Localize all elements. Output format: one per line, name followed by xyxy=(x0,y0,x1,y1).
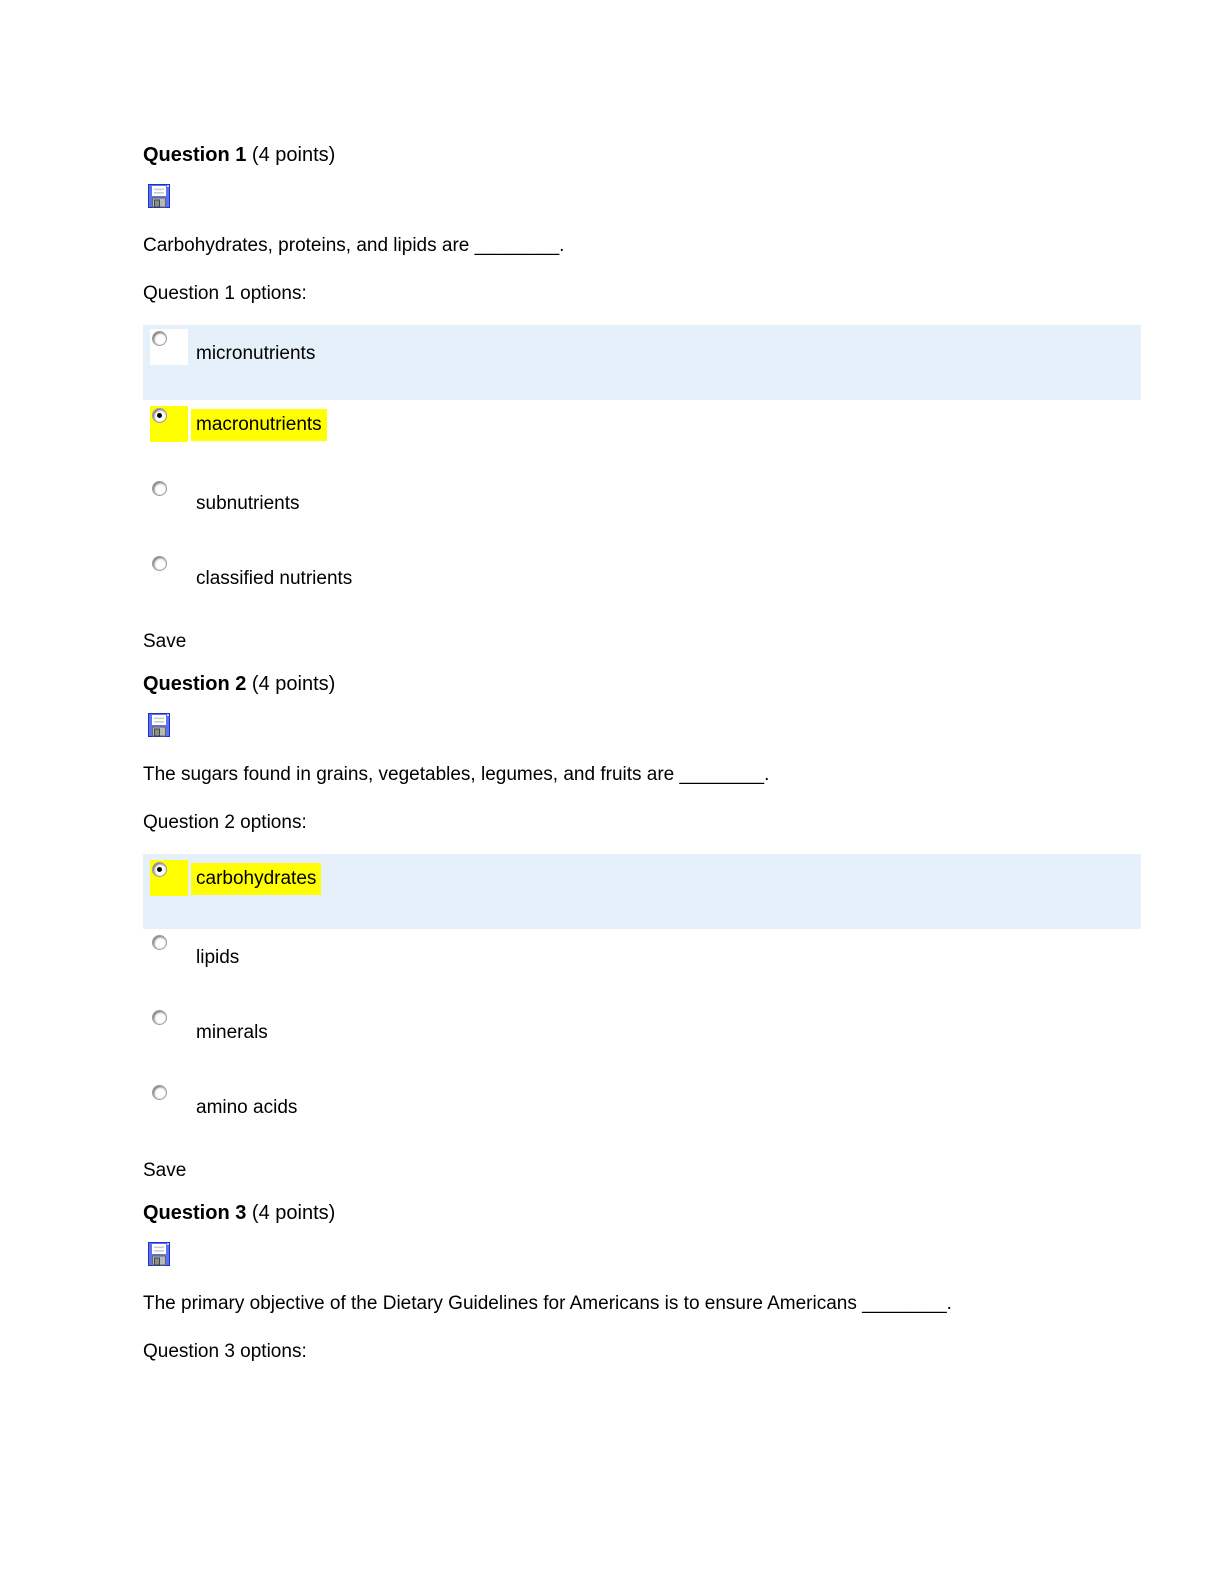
question-block: Question 2 (4 points) The sugars found i… xyxy=(143,672,1141,1183)
radio-box xyxy=(150,1008,188,1044)
radio-button-icon[interactable] xyxy=(152,935,167,950)
radio-button-icon[interactable] xyxy=(152,556,167,571)
question-points: (4 points) xyxy=(251,144,336,166)
radio-button-icon[interactable] xyxy=(152,481,167,496)
option-row[interactable]: lipids xyxy=(143,929,1141,1004)
option-label: micronutrients xyxy=(196,343,316,364)
question-block: Question 1 (4 points) Carbohydrates, pro… xyxy=(143,143,1141,654)
question-header: Question 1 (4 points) xyxy=(143,143,1141,167)
option-label: classified nutrients xyxy=(196,568,353,589)
question-header: Question 2 (4 points) xyxy=(143,672,1141,696)
radio-box xyxy=(150,329,188,365)
radio-button-icon[interactable] xyxy=(152,1085,167,1100)
question-points: (4 points) xyxy=(251,673,336,695)
save-disk-icon[interactable] xyxy=(148,184,170,208)
question-points: (4 points) xyxy=(251,1202,336,1224)
option-row[interactable]: minerals xyxy=(143,1004,1141,1079)
save-button[interactable]: Save xyxy=(143,1160,187,1181)
question-text: The sugars found in grains, vegetables, … xyxy=(143,764,770,785)
save-disk-icon[interactable] xyxy=(148,1242,170,1266)
option-label: macronutrients xyxy=(191,409,327,441)
option-label: lipids xyxy=(196,947,240,968)
radio-box xyxy=(150,406,188,442)
options-list: micronutrients macronutrients subnutrien… xyxy=(143,325,1141,625)
radio-box xyxy=(150,1083,188,1119)
radio-box xyxy=(150,554,188,590)
option-row[interactable]: micronutrients xyxy=(143,325,1141,400)
question-header: Question 3 (4 points) xyxy=(143,1201,1141,1225)
option-label: amino acids xyxy=(196,1097,298,1118)
radio-button-icon[interactable] xyxy=(152,862,167,877)
radio-box xyxy=(150,479,188,515)
save-disk-icon[interactable] xyxy=(148,713,170,737)
question-text: Carbohydrates, proteins, and lipids are … xyxy=(143,235,565,256)
question-text: The primary objective of the Dietary Gui… xyxy=(143,1293,952,1314)
option-row[interactable]: macronutrients xyxy=(143,400,1141,475)
save-button[interactable]: Save xyxy=(143,631,187,652)
option-row[interactable]: carbohydrates xyxy=(143,854,1141,929)
option-row[interactable]: amino acids xyxy=(143,1079,1141,1154)
radio-button-icon[interactable] xyxy=(152,331,167,346)
question-title: Question 1 xyxy=(143,144,247,166)
question-title: Question 3 xyxy=(143,1202,247,1224)
option-row[interactable]: subnutrients xyxy=(143,475,1141,550)
option-row[interactable]: classified nutrients xyxy=(143,550,1141,625)
questions-list: Question 1 (4 points) Carbohydrates, pro… xyxy=(143,143,1141,1364)
radio-box xyxy=(150,860,188,896)
radio-button-icon[interactable] xyxy=(152,1010,167,1025)
option-label: carbohydrates xyxy=(191,863,322,895)
question-block: Question 3 (4 points) The primary object… xyxy=(143,1201,1141,1364)
options-list: carbohydrates lipids minerals amino acid… xyxy=(143,854,1141,1154)
quiz-content: Question 1 (4 points) Carbohydrates, pro… xyxy=(143,143,1141,1364)
question-options-label: Question 3 options: xyxy=(143,1341,307,1362)
radio-box xyxy=(150,933,188,969)
option-label: subnutrients xyxy=(196,493,300,514)
radio-button-icon[interactable] xyxy=(152,408,167,423)
question-options-label: Question 1 options: xyxy=(143,283,307,304)
question-options-label: Question 2 options: xyxy=(143,812,307,833)
question-title: Question 2 xyxy=(143,673,247,695)
option-label: minerals xyxy=(196,1022,268,1043)
